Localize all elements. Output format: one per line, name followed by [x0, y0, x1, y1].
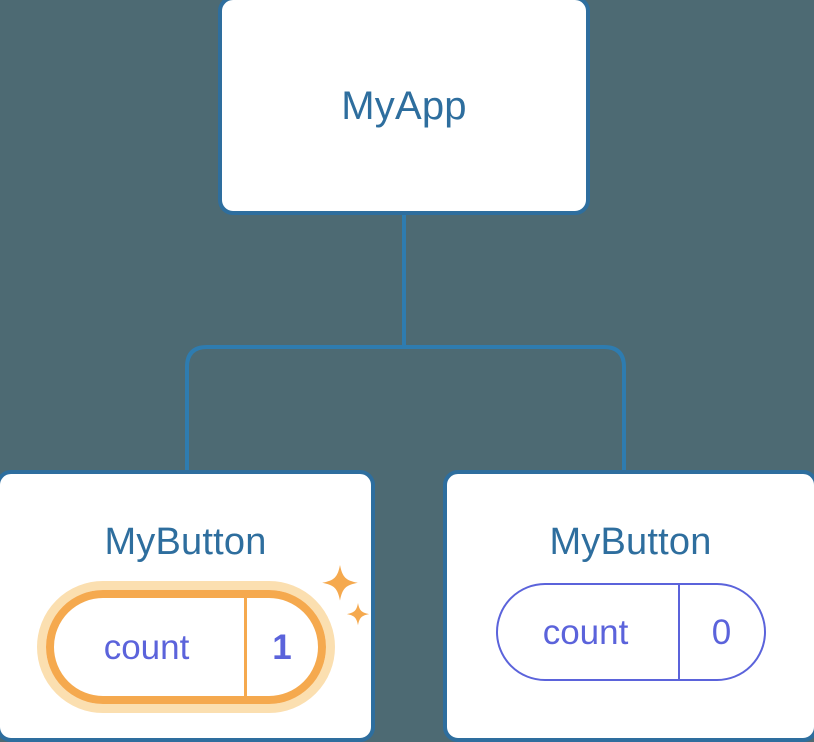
state-pill-left[interactable]: count 1: [45, 590, 326, 704]
state-value-right: 0: [677, 585, 764, 679]
sparkle-icon-small: [346, 603, 369, 626]
node-myapp[interactable]: MyApp: [218, 0, 590, 215]
state-key-left: count: [103, 627, 190, 667]
connector-branch-bus: [185, 345, 626, 472]
node-title-left: MyButton: [104, 521, 267, 563]
sparkle-icon-large: [321, 565, 358, 601]
state-pill-right[interactable]: count 0: [495, 583, 766, 681]
state-key-right: count: [542, 612, 629, 652]
state-pill-right-wrap: count 0: [495, 583, 766, 681]
node-mybutton-right[interactable]: MyButton count 0: [443, 470, 814, 742]
sparkle-icon-group: [321, 565, 369, 626]
node-title-root: MyApp: [341, 83, 467, 128]
state-pill-left-wrap: count 1: [36, 565, 369, 713]
node-title-right: MyButton: [549, 521, 712, 563]
node-mybutton-left[interactable]: MyButton count 1: [0, 470, 375, 742]
state-value-left: 1: [243, 598, 318, 696]
state-pill-left-highlight-glow: count 1: [36, 581, 335, 713]
